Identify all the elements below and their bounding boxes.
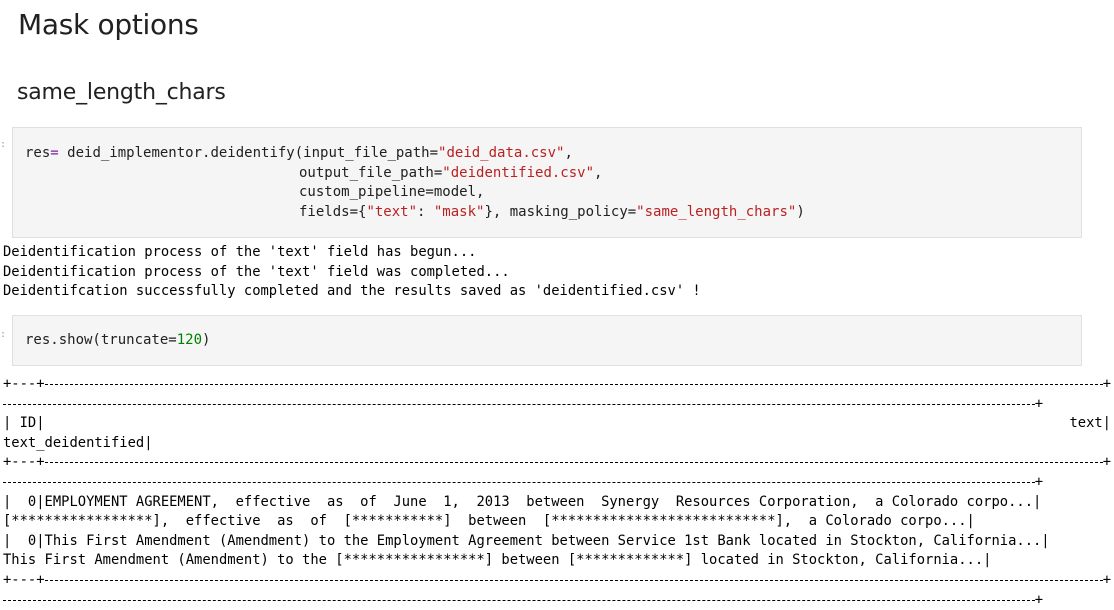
- table-border-corner: +: [1102, 376, 1111, 392]
- code-line-2: output_file_path="deidentified.csv",: [299, 164, 602, 184]
- code-token: ): [202, 332, 211, 348]
- code-token: }, masking_policy=: [484, 203, 637, 220]
- cell-gutter-marker: :: [0, 329, 7, 340]
- output-line: Deidentifcation successfully completed a…: [3, 283, 701, 300]
- table-border: +---+ +: [3, 375, 1111, 395]
- code-string: "text": [366, 203, 418, 220]
- code-string: "deidentified.csv": [442, 164, 595, 181]
- table-border-corner: +: [1034, 395, 1043, 412]
- code-cell-show[interactable]: res.show(truncate=120): [12, 315, 1082, 366]
- table-header-row: | ID| text|: [3, 414, 1111, 434]
- code-string: "deid_data.csv": [438, 145, 565, 161]
- table-border-corner: +---+: [3, 376, 45, 392]
- code-token: output_file_path=: [299, 164, 443, 181]
- code-token: :: [417, 203, 434, 220]
- table-border: +: [3, 473, 1043, 493]
- table-border-corner: +: [1102, 571, 1111, 588]
- table-border: +---+ +: [3, 453, 1111, 473]
- output-line: Deidentification process of the 'text' f…: [3, 263, 510, 280]
- table-row-continued: [*****************], effective as of [**…: [3, 513, 975, 530]
- table-header-text: text|: [1069, 415, 1111, 432]
- code-string: "same_length_chars": [636, 203, 797, 220]
- table-border-corner: +: [1034, 473, 1043, 490]
- code-token: deid_implementor.deidentify(input_file_p…: [58, 145, 439, 161]
- table-border-corner: +: [1102, 454, 1111, 471]
- table-border: +: [3, 395, 1043, 415]
- table-border: +: [3, 591, 1043, 610]
- code-line-show: res.show(truncate=120): [25, 331, 210, 351]
- code-line-4: fields={"text": "mask"}, masking_policy=…: [299, 203, 805, 223]
- table-row: | 0|This First Amendment (Amendment) to …: [3, 532, 1050, 549]
- code-operator: =: [50, 145, 59, 161]
- cell-gutter-marker: :: [0, 139, 7, 150]
- table-border-corner: +---+: [3, 454, 45, 471]
- page-title: Mask options: [18, 8, 199, 41]
- code-token: ): [796, 203, 805, 220]
- code-token: ,: [594, 164, 603, 181]
- code-string: "mask": [433, 203, 485, 220]
- code-token: fields={: [299, 203, 367, 220]
- table-border: +---+ +: [3, 571, 1111, 591]
- code-line-3: custom_pipeline=model,: [299, 183, 484, 203]
- output-line: Deidentification process of the 'text' f…: [3, 244, 477, 260]
- table-border-corner: +---+: [3, 571, 45, 588]
- code-token: custom_pipeline=model,: [299, 184, 485, 200]
- code-token: res: [25, 145, 51, 161]
- table-row: | 0|EMPLOYMENT AGREEMENT, effective as o…: [3, 493, 1042, 510]
- table-border-corner: +: [1034, 591, 1043, 608]
- code-number: 120: [176, 332, 203, 348]
- code-cell-deidentify[interactable]: res= deid_implementor.deidentify(input_f…: [12, 127, 1082, 238]
- table-output: +---+ + + | ID| text| text_deidentified|…: [3, 375, 1111, 610]
- section-heading: same_length_chars: [17, 80, 226, 105]
- table-row-continued: This First Amendment (Amendment) to the …: [3, 552, 992, 569]
- table-header-deid: text_deidentified|: [3, 434, 153, 451]
- code-token: res.show(truncate=: [25, 332, 177, 348]
- code-token: ,: [564, 145, 573, 161]
- table-header-id: | ID|: [3, 415, 45, 432]
- code-line-1: res= deid_implementor.deidentify(input_f…: [25, 144, 573, 164]
